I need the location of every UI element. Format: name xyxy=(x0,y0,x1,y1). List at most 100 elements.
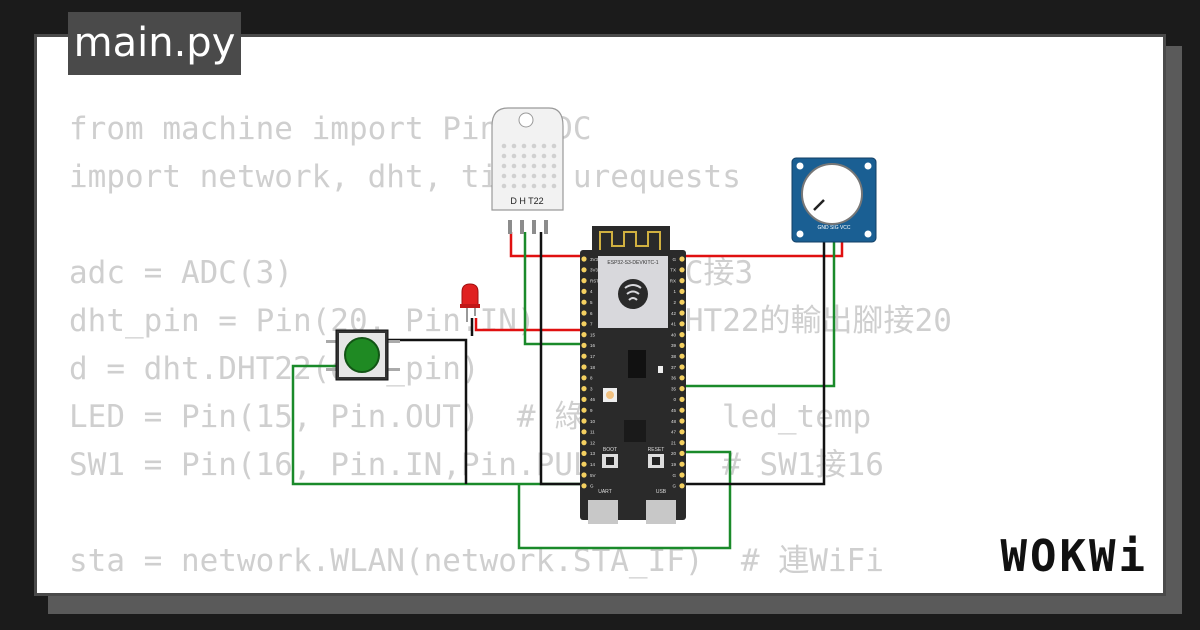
left-pin-pad[interactable] xyxy=(581,450,587,456)
left-pin-pad[interactable] xyxy=(581,321,587,327)
left-pin-label: 11 xyxy=(590,430,595,435)
left-pin-pad[interactable] xyxy=(581,299,587,305)
usb-port[interactable] xyxy=(646,500,676,524)
knob-indicator xyxy=(813,199,825,211)
left-pin-pad[interactable] xyxy=(581,267,587,273)
code-line: from machine import Pin, ADC xyxy=(69,111,592,147)
wire-pot-gnd xyxy=(680,236,826,486)
left-pin-pad[interactable] xyxy=(581,288,587,294)
left-pin-pad[interactable] xyxy=(581,429,587,435)
wire-dht-data xyxy=(523,232,586,346)
left-pin-label: 13 xyxy=(590,451,596,456)
left-pin-label: 14 xyxy=(590,462,596,467)
left-pin-pad[interactable] xyxy=(581,364,587,370)
left-pin-pad[interactable] xyxy=(581,472,587,478)
right-pin-pad[interactable] xyxy=(679,483,685,489)
right-pin-pad[interactable] xyxy=(679,364,685,370)
right-pin-label: 2 xyxy=(673,300,676,305)
left-pin-pad[interactable] xyxy=(581,278,587,284)
right-pin-pad[interactable] xyxy=(679,278,685,284)
right-pin-pad[interactable] xyxy=(679,461,685,467)
right-pin-label: 37 xyxy=(671,365,677,370)
right-pin-label: 47 xyxy=(671,430,677,435)
left-pin-label: 46 xyxy=(590,397,596,402)
right-pin-pad[interactable] xyxy=(679,299,685,305)
wire-button-a xyxy=(291,364,586,486)
wire-dht-gnd xyxy=(539,232,586,486)
right-pin-pad[interactable] xyxy=(679,386,685,392)
left-pin-pad[interactable] xyxy=(581,461,587,467)
left-pin-label: G xyxy=(590,484,594,489)
code-line: LED = Pin(15, Pin.OUT) # 綠燈接15 led_temp xyxy=(69,399,872,435)
right-pin-label: 39 xyxy=(671,343,677,348)
code-line: d = dht.DHT22(dht_pin) xyxy=(69,351,480,387)
right-pin-label: 41 xyxy=(671,322,677,327)
file-tab[interactable]: main.py xyxy=(68,12,241,75)
right-pin-pad[interactable] xyxy=(679,353,685,359)
left-pin-pad[interactable] xyxy=(581,483,587,489)
right-pin-pad[interactable] xyxy=(679,342,685,348)
left-pin-pad[interactable] xyxy=(581,375,587,381)
right-pin-pad[interactable] xyxy=(679,440,685,446)
dht22-sensor[interactable]: D H T22 xyxy=(491,107,564,234)
right-pin-label: 48 xyxy=(671,419,677,424)
left-pin-label: 10 xyxy=(590,419,596,424)
right-pin-label: 40 xyxy=(671,332,677,337)
left-pin-pad[interactable] xyxy=(581,440,587,446)
left-pin-pad[interactable] xyxy=(581,310,587,316)
left-pin-label: 5 xyxy=(590,300,593,305)
right-pin-label: 20 xyxy=(671,451,677,456)
right-pin-label: 0 xyxy=(673,397,676,402)
potentiometer[interactable]: GND SIG VCC xyxy=(791,157,877,243)
right-pin-pad[interactable] xyxy=(679,321,685,327)
esp32-s3-board[interactable]: ESP32-S3-DEVKITC-1 BOOT RESET UART USB 3… xyxy=(580,226,686,524)
uart-usb-port[interactable] xyxy=(588,500,618,524)
right-pin-pad[interactable] xyxy=(679,256,685,262)
left-pin-pad[interactable] xyxy=(581,342,587,348)
right-pin-label: G xyxy=(672,473,676,478)
left-pin-label: 8 xyxy=(590,376,593,381)
right-pin-pad[interactable] xyxy=(679,472,685,478)
red-led[interactable] xyxy=(460,283,480,322)
left-pin-label: 6 xyxy=(590,311,593,316)
left-pin-pad[interactable] xyxy=(581,418,587,424)
boot-button-label: BOOT xyxy=(603,447,617,453)
left-pin-pad[interactable] xyxy=(581,353,587,359)
left-pin-label: 7 xyxy=(590,322,593,327)
right-pin-label: TX xyxy=(670,268,676,273)
right-pin-pad[interactable] xyxy=(679,375,685,381)
right-pin-label: G xyxy=(672,257,676,262)
push-button[interactable] xyxy=(326,329,400,381)
wire-board-loop xyxy=(517,450,732,550)
reset-button-label: RESET xyxy=(648,447,665,453)
right-pin-pad[interactable] xyxy=(679,332,685,338)
right-pin-pad[interactable] xyxy=(679,407,685,413)
right-pin-pad[interactable] xyxy=(679,267,685,273)
right-pin-label: 19 xyxy=(671,462,677,467)
code-line: dht_pin = Pin(20, Pin.IN) # DHT22的輸出腳接20 xyxy=(69,303,952,339)
right-pin-label: 35 xyxy=(671,386,677,391)
left-pin-label: 4 xyxy=(590,289,593,294)
right-pin-pad[interactable] xyxy=(679,288,685,294)
right-pin-pad[interactable] xyxy=(679,450,685,456)
esp32-label: ESP32-S3-DEVKITC-1 xyxy=(607,260,658,266)
left-pin-pad[interactable] xyxy=(581,407,587,413)
left-pin-label: 3V3 xyxy=(590,268,599,273)
right-pin-pad[interactable] xyxy=(679,429,685,435)
right-pin-label: 21 xyxy=(671,440,677,445)
right-pin-label: G xyxy=(672,484,676,489)
left-pin-pad[interactable] xyxy=(581,332,587,338)
right-pin-label: 45 xyxy=(671,408,677,413)
right-pin-pad[interactable] xyxy=(679,310,685,316)
left-pin-pad[interactable] xyxy=(581,396,587,402)
left-pin-pad[interactable] xyxy=(581,256,587,262)
right-pin-label: 36 xyxy=(671,376,677,381)
left-pin-pad[interactable] xyxy=(581,386,587,392)
left-pin-label: 15 xyxy=(590,332,596,337)
right-pin-pad[interactable] xyxy=(679,396,685,402)
right-pin-pad[interactable] xyxy=(679,418,685,424)
